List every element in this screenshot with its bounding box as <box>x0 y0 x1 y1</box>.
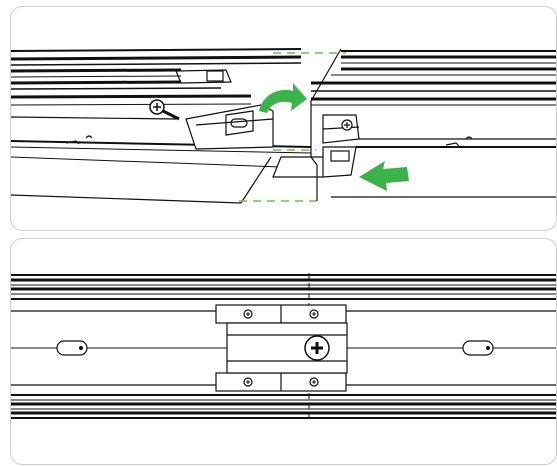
joined-rails <box>11 273 556 419</box>
alignment-guides <box>239 52 346 202</box>
phillips-screw-icon <box>304 335 330 361</box>
step-1-panel <box>10 6 557 231</box>
mounting-slot-left <box>56 340 88 356</box>
phillips-screw-icon <box>243 309 253 319</box>
step-2-drawing <box>11 273 556 419</box>
push-arrow-icon <box>359 161 409 191</box>
left-rail <box>11 48 312 204</box>
phillips-screw-icon <box>309 309 319 319</box>
phillips-screw-icon <box>309 377 319 387</box>
step-1-drawing <box>11 48 556 204</box>
phillips-screw-icon <box>149 99 180 121</box>
right-rail <box>310 48 556 201</box>
phillips-screw-icon <box>341 119 353 131</box>
mounting-slot-right <box>462 340 494 356</box>
step-2-panel <box>10 238 557 465</box>
rotate-arrow-icon <box>259 83 307 113</box>
phillips-screw-icon <box>243 377 253 387</box>
